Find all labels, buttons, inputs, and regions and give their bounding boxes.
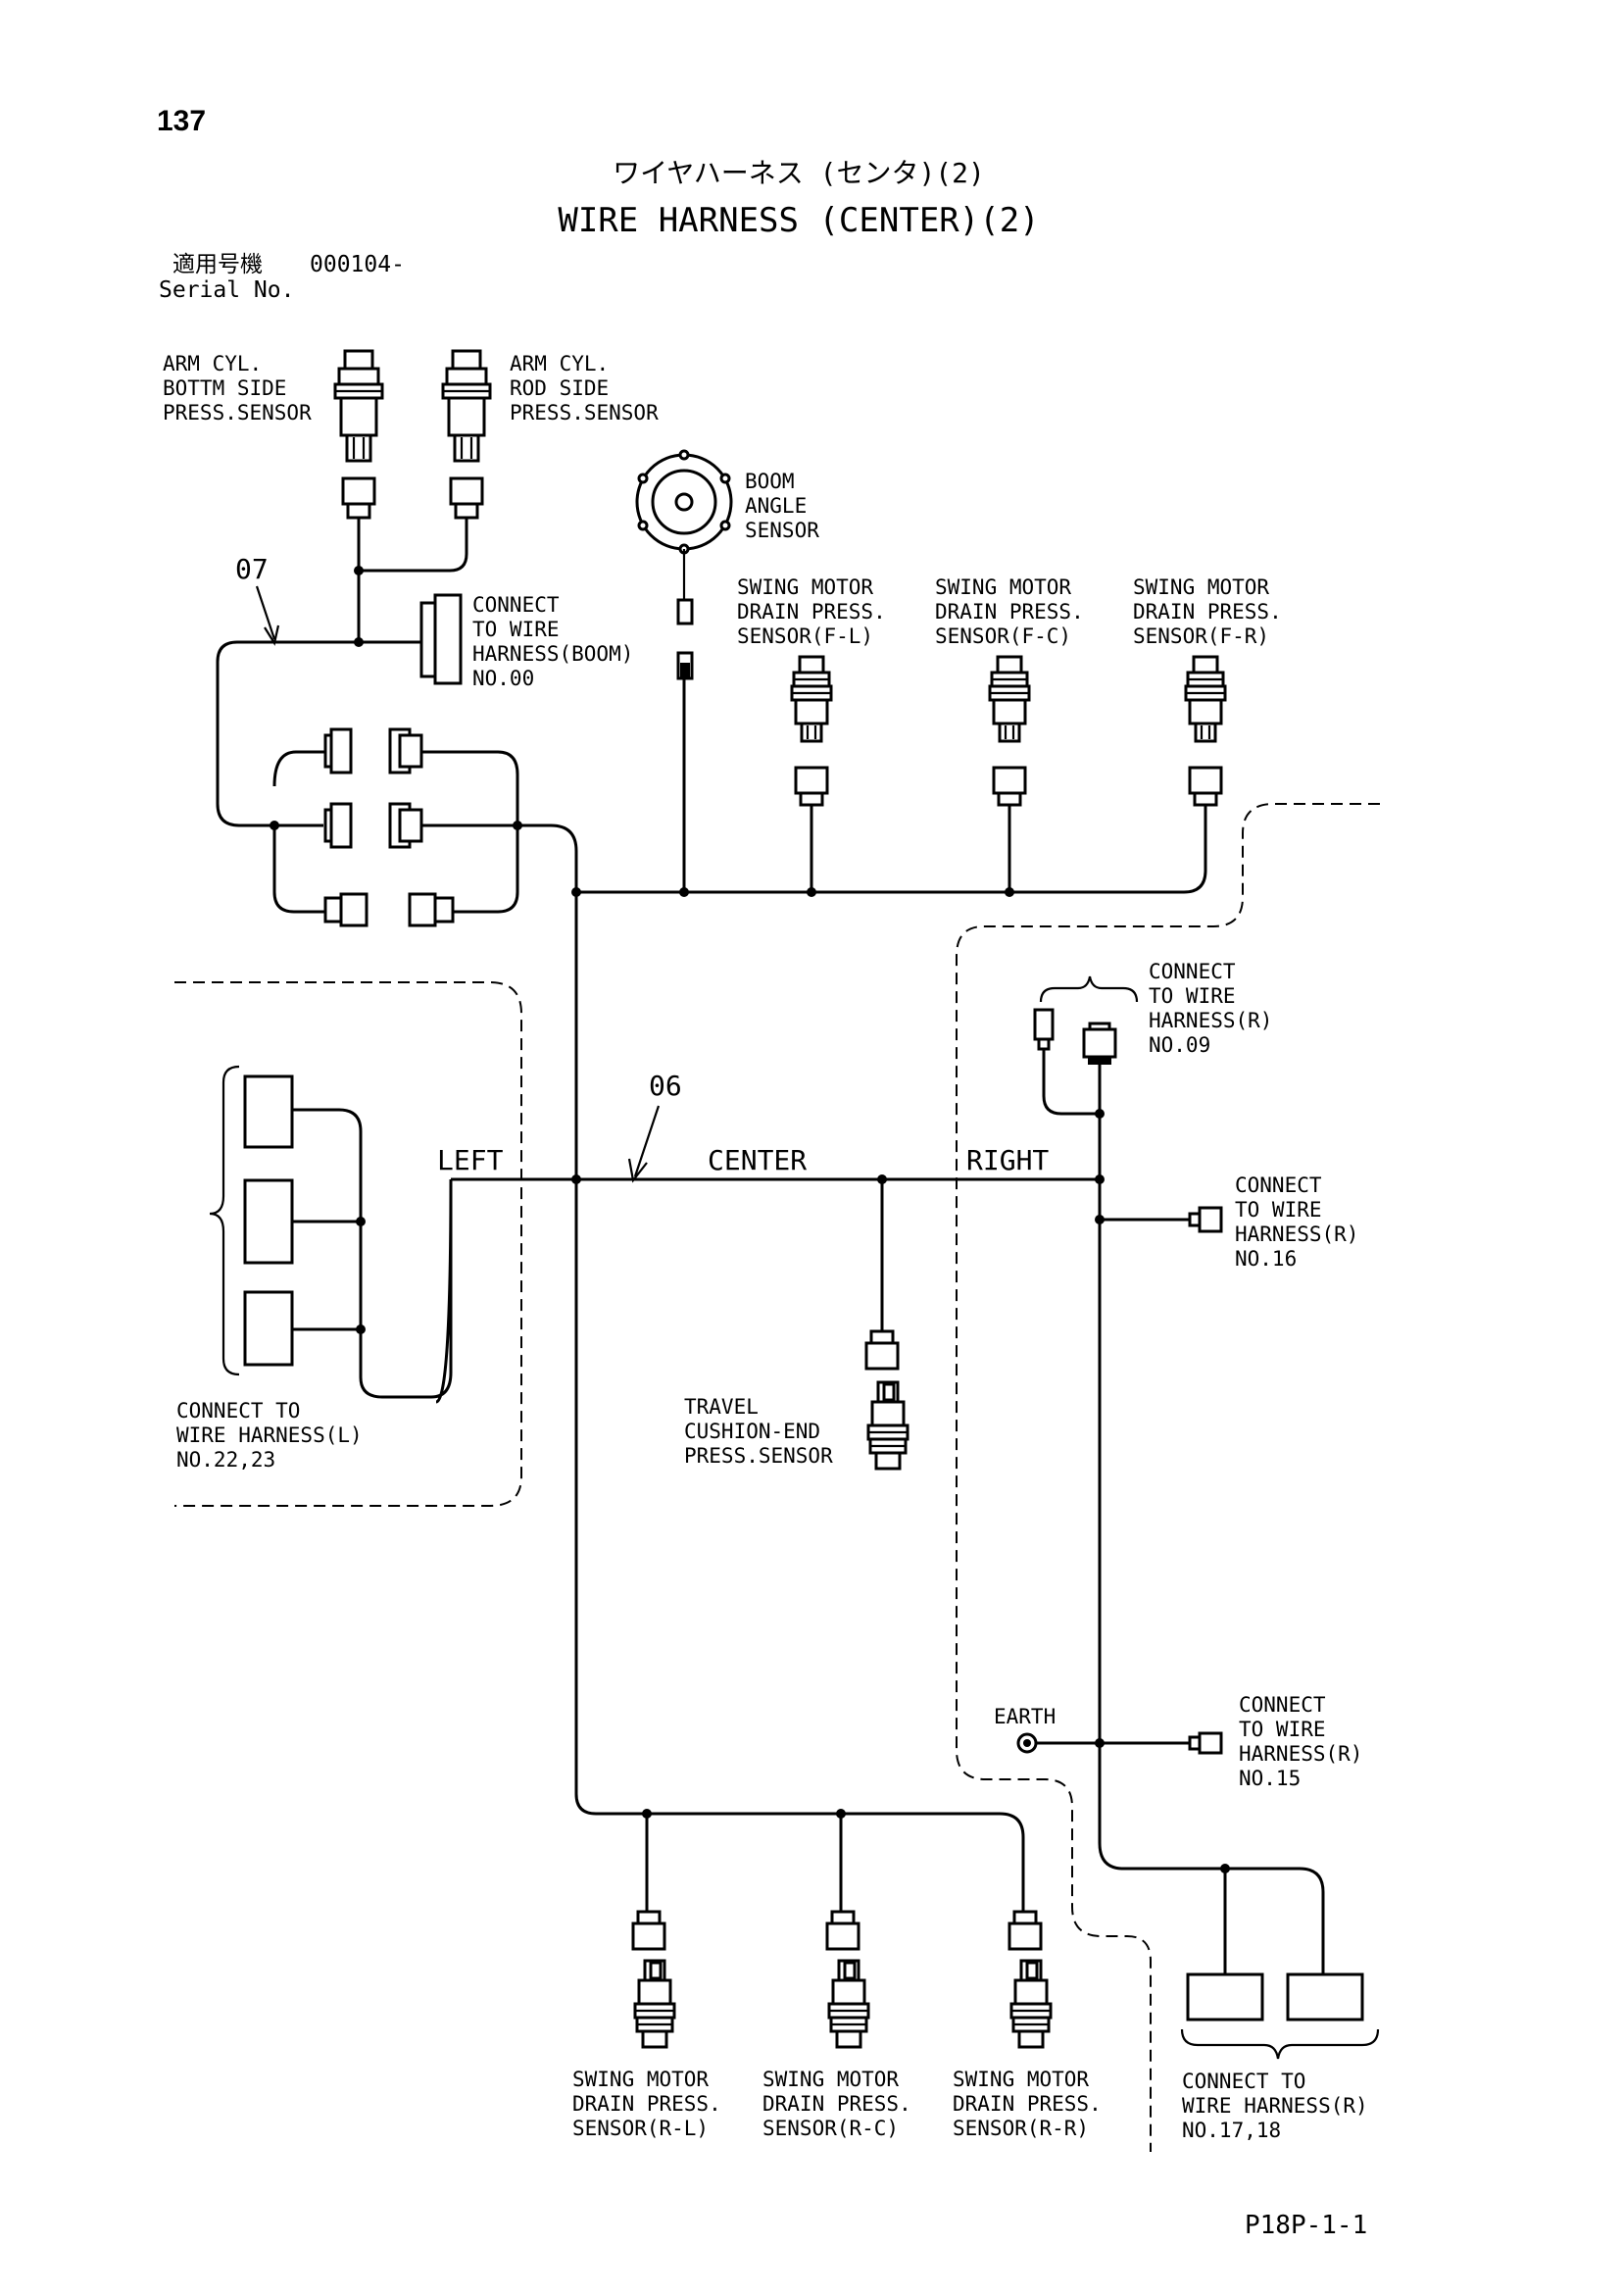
serial-label-jp: 適用号機 (172, 252, 263, 277)
section-left: LEFT (437, 1144, 504, 1176)
swing-sensor-rl-icon (631, 1910, 676, 2049)
connector-pair-mid (323, 802, 423, 849)
section-right: RIGHT (966, 1144, 1049, 1176)
serial-value: 000104- (310, 252, 405, 277)
boom-angle-sensor-icon (635, 449, 733, 680)
boom-branch-wire (216, 518, 578, 914)
conn-r15-icon (1188, 1731, 1223, 1755)
page-code: P18P-1-1 (1245, 2211, 1367, 2240)
left-connect-wire (292, 1108, 453, 1404)
left-connector-2 (243, 1178, 294, 1265)
page-number: 137 (157, 105, 206, 137)
arm-rod-sensor-icon (441, 349, 492, 520)
conn-r09-wire (1042, 1049, 1100, 1116)
conn-r18-box (1286, 1972, 1364, 2021)
connector-pair-top (323, 727, 423, 774)
conn-r09-brace (1039, 975, 1139, 1003)
harness-number-06: 06 (649, 1070, 682, 1102)
harness-07-arrow (255, 585, 280, 646)
swing-sensor-fr-icon (1184, 655, 1227, 807)
left-connector-1 (243, 1074, 294, 1149)
travel-sensor-icon (864, 1329, 909, 1471)
conn-r09-icon (1033, 1008, 1117, 1065)
conn-r1718-brace (1180, 2028, 1380, 2060)
harness-number-07: 07 (235, 553, 269, 585)
harness-06-arrow (627, 1105, 661, 1183)
conn-r17-box (1186, 1972, 1264, 2021)
arm-bottom-sensor-icon (333, 349, 384, 520)
left-brace (209, 1065, 240, 1376)
connector-pair-bottom (323, 892, 455, 927)
earth-icon (1016, 1732, 1038, 1754)
swing-sensor-fl-icon (790, 655, 833, 807)
earth-label: EARTH (994, 1705, 1056, 1728)
left-region-boundary (174, 981, 522, 1507)
section-center: CENTER (708, 1144, 807, 1176)
main-trunk-wire (574, 892, 1025, 1912)
front-bus-wire (576, 804, 1207, 894)
swing-sensor-rc-icon (825, 1910, 870, 2049)
swing-sensor-rr-icon (1008, 1910, 1053, 2049)
title-en: WIRE HARNESS (CENTER)(2) (558, 201, 1039, 240)
left-connector-3 (243, 1290, 294, 1367)
title-jp: ワイヤハーネス (センタ)(2) (613, 157, 985, 189)
right-trunk-wire (1098, 1065, 1325, 1974)
serial-label-en: Serial No. (159, 277, 294, 303)
swing-sensor-fc-icon (988, 655, 1031, 807)
conn-r16-icon (1188, 1206, 1223, 1233)
boom-connector-icon (419, 593, 463, 685)
